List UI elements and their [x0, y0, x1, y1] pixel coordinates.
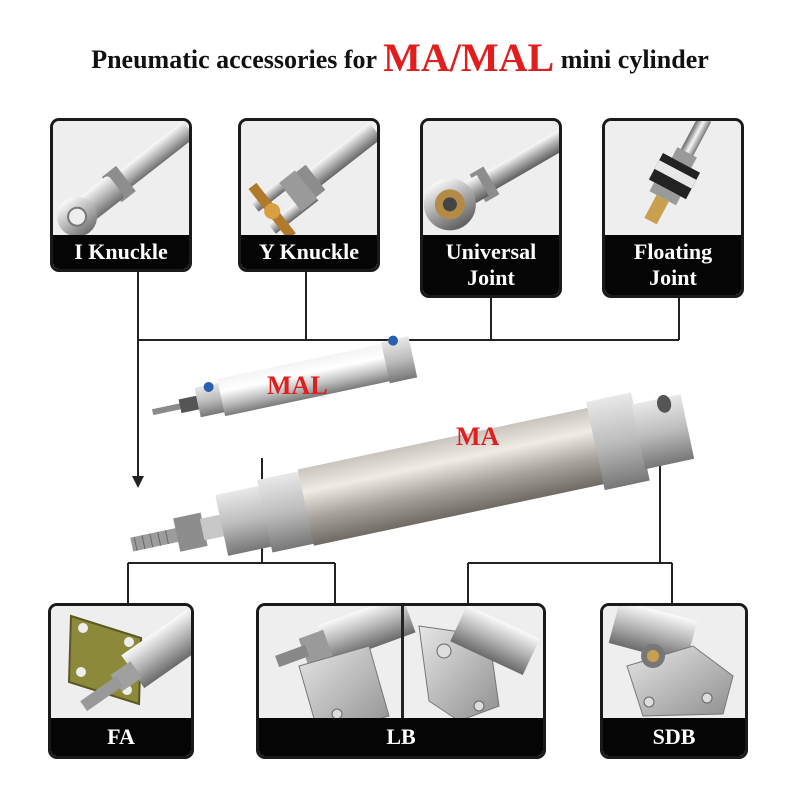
- card-lb: LB: [256, 603, 546, 759]
- card-y-knuckle: Y Knuckle: [238, 118, 380, 272]
- caption-universal-joint: Universal Joint: [423, 235, 559, 295]
- caption-i-knuckle: I Knuckle: [53, 235, 189, 269]
- ma-cylinder: [130, 392, 695, 556]
- caption-floating-joint: Floating Joint: [605, 235, 741, 295]
- caption-y-knuckle: Y Knuckle: [241, 235, 377, 269]
- mal-cylinder: [152, 335, 418, 418]
- card-fa: FA: [48, 603, 194, 759]
- title-suffix: mini cylinder: [554, 45, 709, 74]
- card-sdb: SDB: [600, 603, 748, 759]
- label-ma: MA: [456, 422, 500, 451]
- card-floating-joint: Floating Joint: [602, 118, 744, 298]
- caption-fa: FA: [51, 718, 191, 756]
- caption-sdb: SDB: [603, 718, 745, 756]
- card-i-knuckle: I Knuckle: [50, 118, 192, 272]
- label-mal: MAL: [267, 371, 328, 400]
- title-highlight: MA/MAL: [383, 35, 555, 80]
- caption-lb: LB: [259, 718, 543, 756]
- title-prefix: Pneumatic accessories for: [91, 45, 384, 74]
- card-universal-joint: Universal Joint: [420, 118, 562, 298]
- page-title: Pneumatic accessories for MA/MAL mini cy…: [0, 38, 800, 80]
